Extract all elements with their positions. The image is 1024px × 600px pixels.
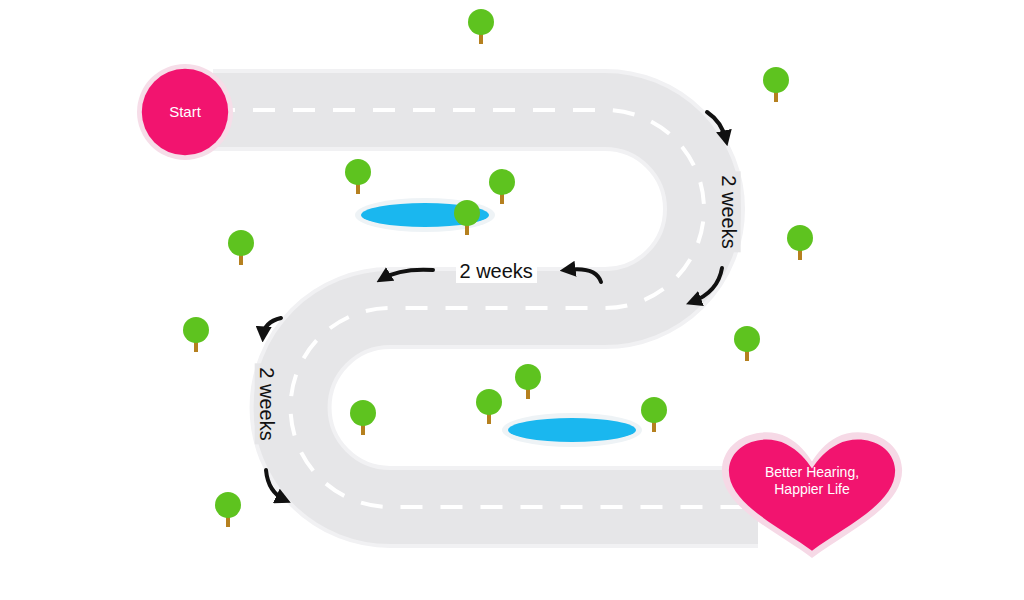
goal-heart: Better Hearing, Happier Life (718, 428, 906, 560)
tree (734, 326, 760, 361)
turn-arrow (707, 112, 726, 140)
duration-label: 2 weeks (716, 171, 740, 252)
start-circle: Start (137, 64, 233, 160)
tree (345, 159, 371, 194)
tree (787, 225, 813, 260)
tree (763, 67, 789, 102)
node-label: Better Hearing, Happier Life (749, 464, 875, 498)
road (213, 110, 758, 507)
tree (228, 230, 254, 265)
tree (476, 389, 502, 424)
tree (454, 200, 480, 235)
turn-arrow (692, 268, 722, 302)
tree (515, 364, 541, 399)
tree (489, 169, 515, 204)
turn-arrow (266, 470, 285, 500)
duration-label: 2 weeks (456, 259, 537, 283)
tree (350, 400, 376, 435)
tree (183, 317, 209, 352)
turn-arrow (263, 318, 281, 336)
duration-label: 2 weeks (254, 363, 278, 444)
tree (215, 492, 241, 527)
turn-arrow (382, 270, 433, 279)
tree (468, 9, 494, 44)
tree (641, 397, 667, 432)
turn-arrow (566, 269, 601, 282)
node-label: Start (169, 103, 201, 121)
